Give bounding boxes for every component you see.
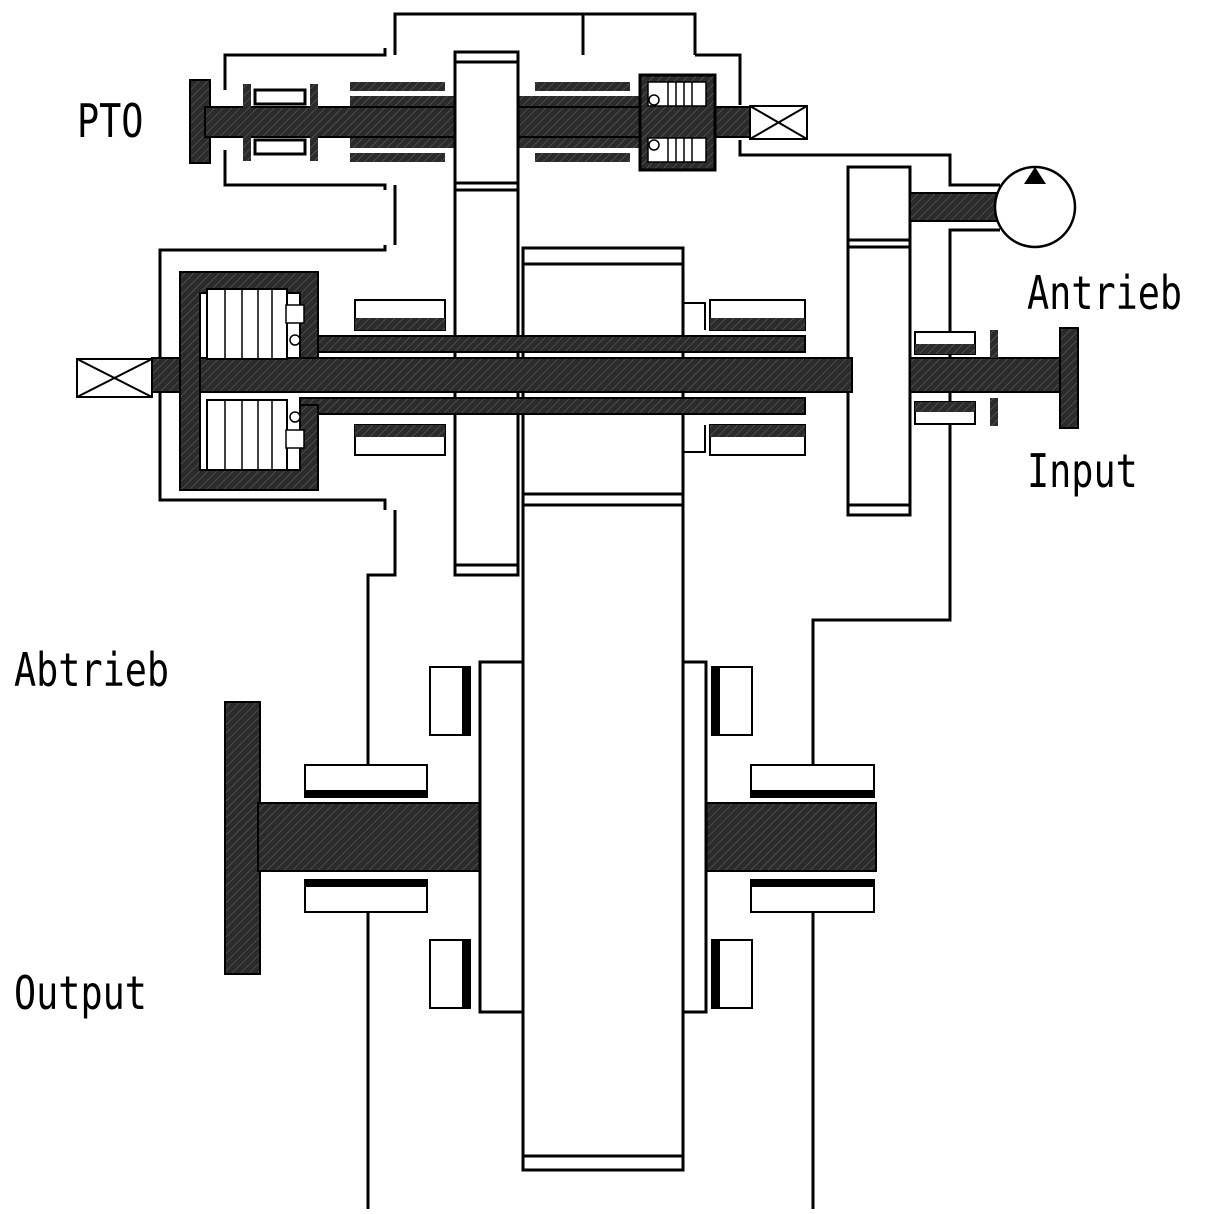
- housing-outline: [158, 12, 1000, 1209]
- label-output: Output: [14, 966, 147, 1020]
- label-pto: PTO: [77, 94, 144, 148]
- coupling-cross-icon: [749, 105, 808, 140]
- pump-shaft: [909, 192, 999, 222]
- input-gear: [846, 165, 912, 517]
- pump-icon: [993, 165, 1077, 249]
- label-antrieb: Antrieb: [1027, 266, 1183, 320]
- label-input: Input: [1027, 444, 1138, 498]
- label-abtrieb: Abtrieb: [14, 643, 170, 697]
- output-shaft-assembly: [224, 660, 877, 1014]
- coupling-cross-icon: [76, 358, 153, 398]
- idler-gear: [453, 50, 520, 577]
- main-shaft-assembly: [151, 271, 1079, 491]
